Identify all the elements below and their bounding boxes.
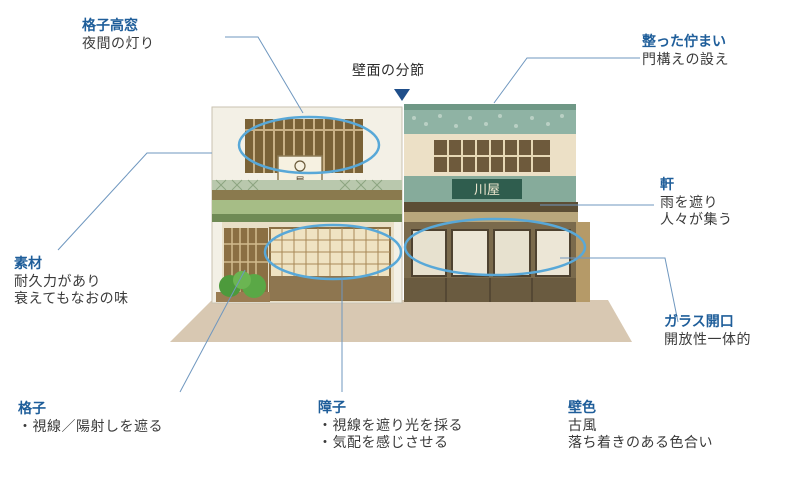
leader-lattice (179, 269, 246, 393)
pavement (170, 300, 632, 342)
annotation-title: 壁色 (568, 400, 596, 416)
annotation-lattice: 格子 ・視線／陽射しを遮る (18, 401, 163, 436)
annotation-line: ・視線／陽射しを遮る (18, 418, 163, 435)
annotation-desc: ・視線／陽射しを遮る (18, 419, 163, 437)
annotation-title: 格子 (18, 401, 46, 417)
leader-gate-style (493, 57, 640, 104)
annotation-desc: ・視線を遮り光を採る ・気配を感じさせる (318, 418, 463, 453)
annotation-desc: 夜間の灯り (82, 36, 155, 54)
annotation-line: 落ち着きのある色合い (568, 435, 713, 451)
right-side-wall (576, 222, 590, 302)
highlight-glass-opening (403, 217, 587, 277)
highlight-lattice-window (237, 115, 381, 175)
annotation-title: 障子 (318, 400, 346, 416)
annotation-line: 開放性一体的 (664, 331, 751, 348)
leader-lattice-window (225, 36, 304, 114)
annotation-title: ガラス開口 (664, 314, 734, 330)
annotation-gate-style: 整った佇まい 門構えの設え (642, 34, 729, 69)
annotation-materials: 素材 耐久力があり 衰えてもなおの味 (14, 256, 129, 309)
glass-panel-2 (451, 229, 489, 277)
left-building: 屋 (211, 106, 403, 304)
annotation-shoji: 障子 ・視線を遮り光を採る ・気配を感じさせる (318, 400, 463, 453)
annotation-title: 軒 (660, 177, 674, 193)
annotation-line: 人々が集う (660, 212, 733, 228)
annotation-desc: 雨を遮り 人々が集う (660, 195, 733, 230)
annotation-glass-opening: ガラス開口 開放性一体的 (664, 314, 751, 349)
annotation-wall-color: 壁色 古風 落ち着きのある色合い (568, 400, 713, 453)
annotation-desc: 耐久力があり 衰えてもなおの味 (14, 274, 129, 309)
annotation-desc: 古風 落ち着きのある色合い (568, 418, 713, 453)
right-shop-sign-text: 川屋 (474, 183, 500, 198)
divider-label: 壁面の分節 (352, 63, 425, 79)
leader-materials (57, 152, 212, 251)
annotation-line: 衰えてもなおの味 (14, 291, 129, 307)
right-shop-sign (452, 179, 522, 199)
annotation-line: 耐久力があり (14, 273, 101, 290)
right-eave (404, 202, 578, 212)
annotation-line: 門構えの設え (642, 51, 729, 68)
right-building: 川屋 (404, 104, 590, 302)
left-eave (212, 190, 402, 200)
annotation-desc: 開放性一体的 (664, 332, 751, 350)
annotation-lattice-window: 格子高窓 夜間の灯り (82, 18, 155, 53)
annotation-line: 夜間の灯り (82, 35, 155, 52)
divider-marker-icon (394, 89, 410, 101)
highlight-shoji (263, 223, 403, 281)
annotation-line: ・視線を遮り光を採る (318, 417, 463, 434)
annotation-line: 雨を遮り (660, 194, 718, 211)
annotation-title: 素材 (14, 256, 42, 272)
annotation-title: 格子高窓 (82, 18, 138, 34)
annotation-eaves: 軒 雨を遮り 人々が集う (660, 177, 733, 230)
annotation-line: 古風 (568, 417, 597, 434)
annotation-desc: 門構えの設え (642, 52, 729, 70)
annotation-title: 整った佇まい (642, 34, 726, 50)
leader-glass-opening (560, 257, 679, 323)
annotation-line: ・気配を感じさせる (318, 435, 449, 451)
glass-panel-3 (493, 229, 531, 277)
planter-box (216, 292, 270, 302)
glass-panel-4 (535, 229, 571, 277)
